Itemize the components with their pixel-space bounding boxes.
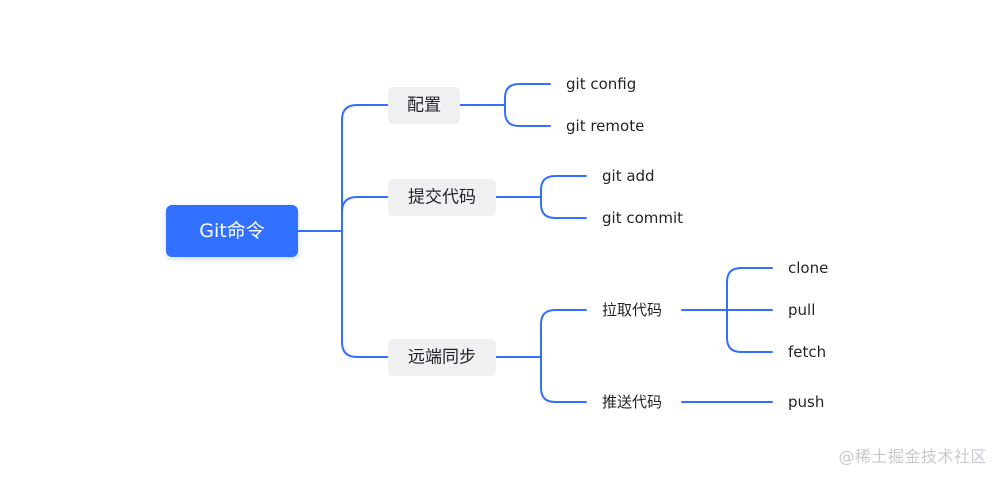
leaf-node-label: push [788,393,824,411]
connector-remote-sync-to-pull-code [540,309,587,358]
root-node[interactable]: Git命令 [166,205,298,257]
branch-node-label: 提交代码 [408,188,476,208]
leaf-node-label: pull [788,301,815,319]
connector-root-to-commit [341,196,389,232]
connector-pull-code-to-clone [726,267,773,311]
leaf-node-label: git remote [566,117,644,135]
connector-root-to-config [341,104,389,232]
leaf-node-label: clone [788,259,828,277]
connector-root-to-remote-sync [341,230,389,358]
leaf-node-git-remote[interactable]: git remote [566,117,644,135]
branch-node-box [388,179,496,216]
connector-remote-sync-to-push-code [540,356,587,403]
leaf-node-git-config[interactable]: git config [566,75,636,93]
leaf-node-label: git config [566,75,636,93]
connector-lines [297,83,773,403]
connector-config-to-git-remote [504,104,551,127]
branch-node-commit-code[interactable]: 提交代码 [388,179,496,216]
subbranch-node-label: 拉取代码 [602,301,662,319]
branch-node-config[interactable]: 配置 [388,87,460,124]
subbranch-node-pull-code[interactable]: 拉取代码 [602,301,662,319]
leaf-node-label: fetch [788,343,826,361]
connector-pull-code-to-fetch [726,309,773,353]
leaf-node-pull[interactable]: pull [788,301,815,319]
connector-commit-to-git-commit [540,196,587,219]
leaf-node-label: git add [602,167,655,185]
branch-node-label: 配置 [407,96,441,116]
leaf-node-fetch[interactable]: fetch [788,343,826,361]
leaf-node-push[interactable]: push [788,393,824,411]
leaf-node-git-add[interactable]: git add [602,167,655,185]
leaf-node-git-commit[interactable]: git commit [602,209,683,227]
connector-config-to-git-config [504,83,551,106]
subbranch-node-label: 推送代码 [602,393,662,411]
connector-commit-to-git-add [540,175,587,198]
root-node-label: Git命令 [199,220,264,242]
root-node-box [166,205,298,257]
subbranch-node-push-code[interactable]: 推送代码 [602,393,662,411]
branch-node-remote-sync[interactable]: 远端同步 [388,339,496,376]
leaf-node-clone[interactable]: clone [788,259,828,277]
branch-node-box [388,87,460,124]
leaf-node-label: git commit [602,209,683,227]
branch-node-box [388,339,496,376]
branch-node-label: 远端同步 [408,348,476,368]
watermark-text: @稀土掘金技术社区 [838,447,987,466]
